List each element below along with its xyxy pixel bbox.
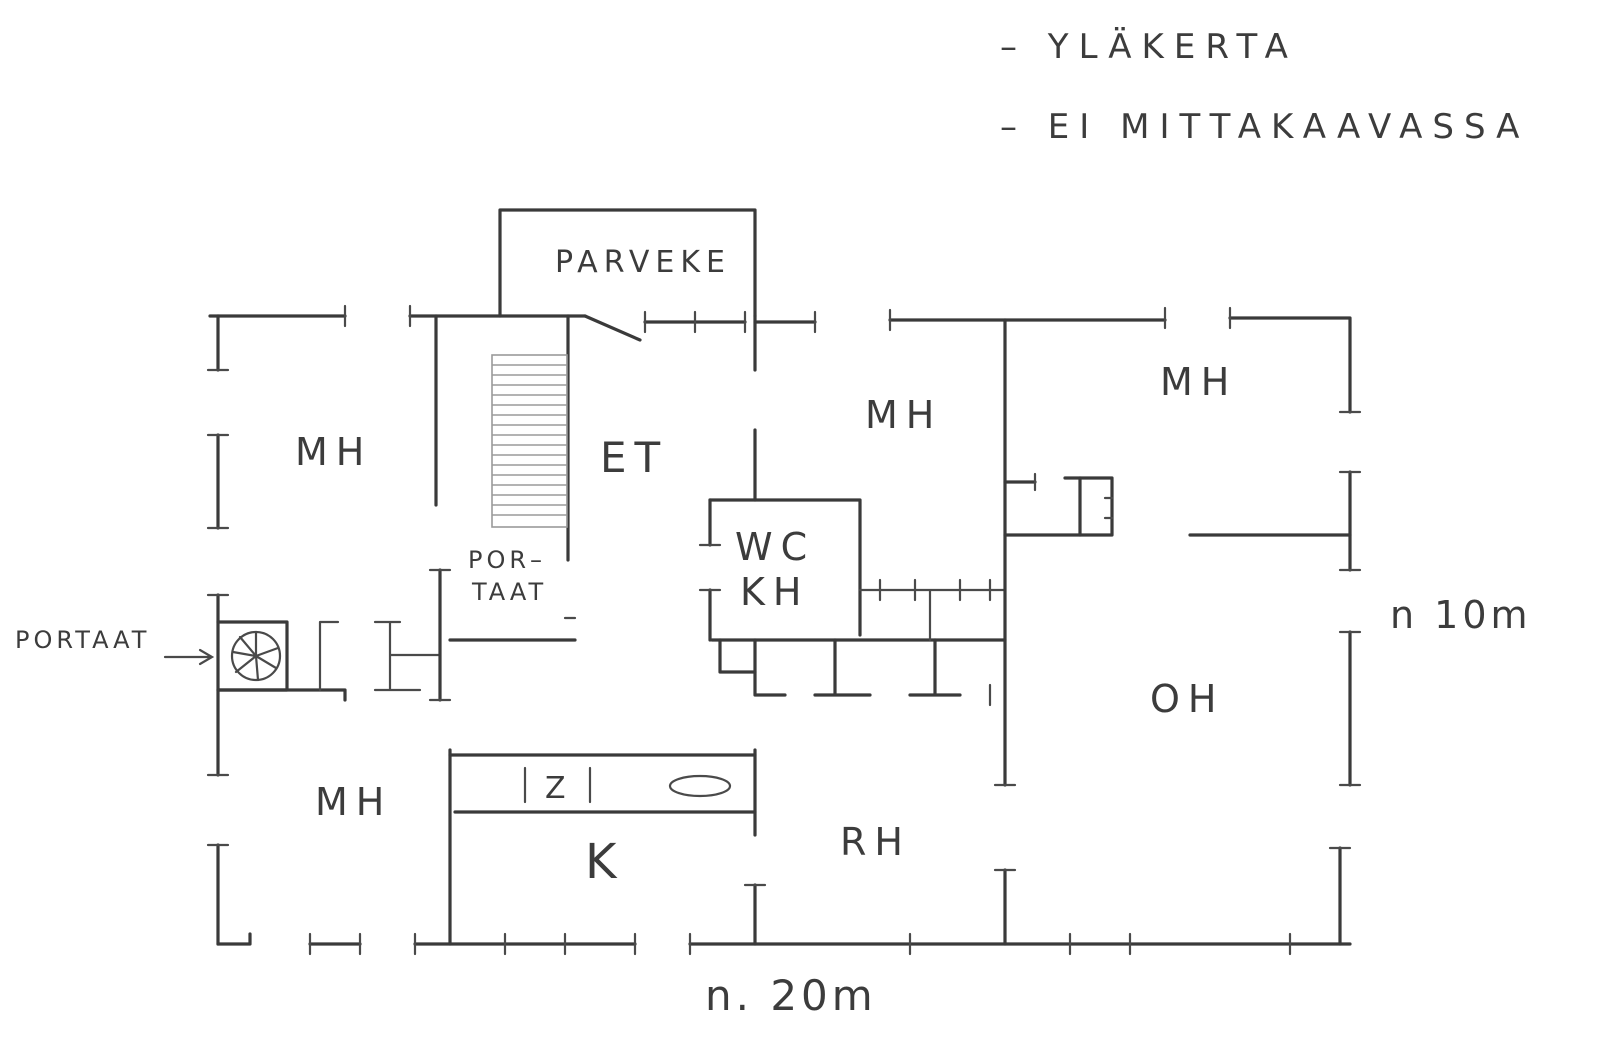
label-bathroom-kh: KH	[740, 570, 810, 614]
dimension-depth: n 10m	[1390, 593, 1532, 637]
label-wc: WC	[735, 525, 815, 569]
note-upper-floor: – YLÄKERTA	[1000, 27, 1298, 67]
label-bedroom-center: MH	[865, 393, 942, 437]
dimension-width: n. 20m	[705, 971, 877, 1020]
outer-walls	[206, 304, 1362, 956]
label-main-stairs-line2: TAAT	[471, 578, 547, 606]
spiral-staircase	[163, 568, 452, 702]
interior-walls	[434, 314, 1352, 946]
label-dining-room-rh: RH	[840, 820, 911, 864]
label-bedroom-left-bottom: MH	[315, 780, 392, 824]
main-staircase	[491, 354, 568, 528]
label-hallway-et: ET	[600, 433, 668, 482]
label-main-stairs-line1: POR–	[468, 546, 546, 574]
label-stove: Z	[545, 771, 570, 806]
label-living-room-oh: OH	[1150, 677, 1224, 721]
label-kitchen-k: K	[585, 834, 624, 890]
note-not-to-scale: – EI MITTAKAAVASSA	[1000, 107, 1529, 147]
label-spiral-stairs: PORTAAT	[15, 626, 150, 654]
label-balcony: PARVEKE	[555, 245, 731, 280]
label-bedroom-right-top: MH	[1160, 360, 1237, 404]
balcony	[498, 208, 757, 318]
label-bedroom-left-top: MH	[295, 430, 372, 474]
